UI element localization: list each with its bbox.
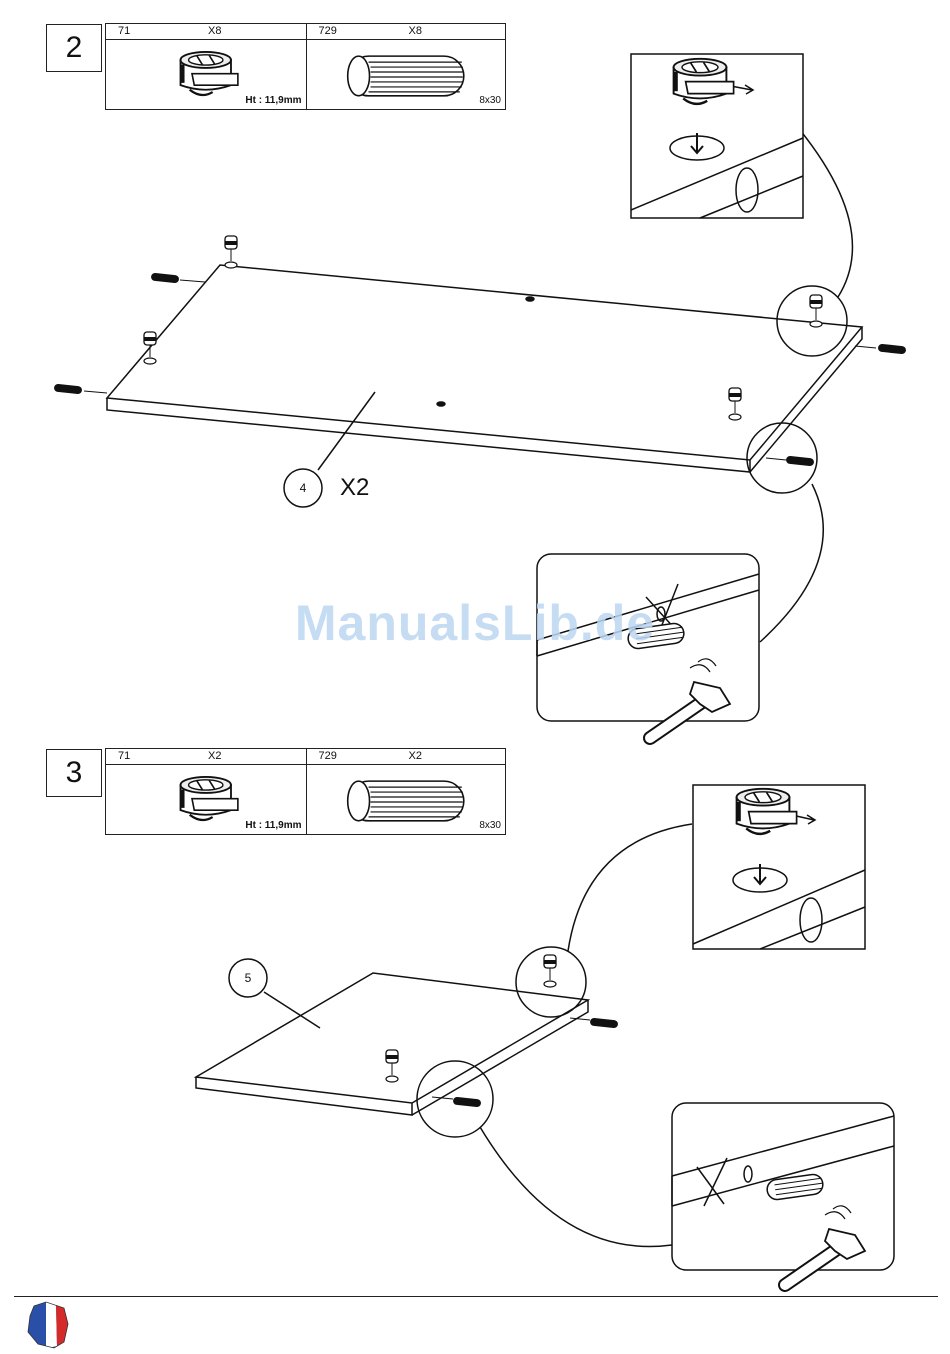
france-map-flag-icon — [28, 1302, 68, 1348]
callout-number-5: 5 — [229, 959, 267, 997]
footer-divider — [14, 1296, 938, 1297]
callout-number-4: 4 — [284, 469, 322, 507]
watermark: ManualsLib.de — [0, 594, 950, 652]
panel-quantity-label: X2 — [340, 474, 369, 502]
panel-4-drawing — [107, 265, 862, 472]
